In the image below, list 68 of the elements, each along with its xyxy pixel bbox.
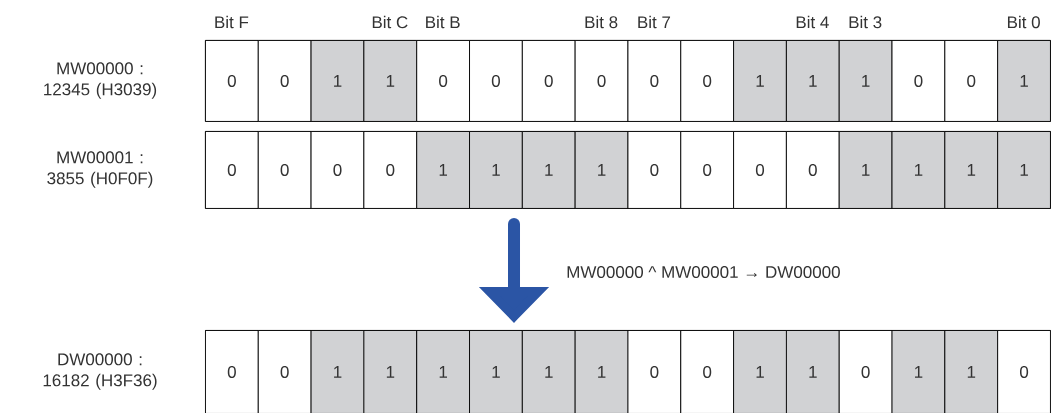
- bit-cell: 1: [363, 40, 418, 122]
- bit-cell: 1: [416, 131, 470, 209]
- bit-cell: 1: [891, 131, 946, 209]
- bit-cell: 0: [310, 131, 365, 209]
- bit-cell: 0: [785, 131, 840, 209]
- bit-cell: 1: [733, 330, 787, 413]
- bit-cell: 1: [416, 330, 470, 413]
- register-label: DW00000 : 16182 (H3F36): [43, 353, 157, 390]
- bit-cell: 1: [997, 40, 1051, 122]
- bit-cell: 1: [838, 131, 893, 209]
- node-label: 1: [386, 366, 395, 378]
- bit-cell: 1: [574, 131, 629, 209]
- bit-cell: 1: [733, 40, 787, 122]
- bit-label: Bit 0: [1008, 15, 1040, 29]
- bit-cell: 0: [891, 40, 946, 122]
- bit-cell: 0: [627, 330, 682, 413]
- bit-cell: 1: [310, 40, 365, 122]
- bit-cell: 0: [469, 40, 523, 122]
- node-label: 1: [809, 366, 817, 378]
- bit-label: Bit F: [215, 15, 249, 29]
- bit-cell: 0: [205, 330, 259, 413]
- bit-cell: 1: [574, 330, 629, 413]
- bit-cell: 0: [257, 40, 312, 122]
- bit-cell: 0: [944, 40, 999, 122]
- bit-label: Bit 3: [849, 15, 882, 29]
- edge-label: MW00000 ^ MW00001 → DW00000: [565, 265, 842, 279]
- bit-cell: 0: [680, 40, 735, 122]
- bit-cell: 0: [416, 40, 470, 122]
- bit-label: Bit 4: [796, 15, 829, 29]
- bit-cell: 0: [997, 330, 1051, 413]
- node-label: 1: [439, 366, 448, 378]
- bit-cell: 0: [838, 330, 893, 413]
- bit-cell: 0: [574, 40, 629, 122]
- bit-cell: 1: [363, 330, 418, 413]
- bit-cell: 0: [205, 40, 259, 122]
- bit-cell: 1: [521, 330, 576, 413]
- bit-cell: 1: [944, 131, 999, 209]
- bit-cell: 1: [785, 330, 840, 413]
- bit-cell: 1: [310, 330, 365, 413]
- node-label: 0: [227, 365, 236, 378]
- node-label: 1: [334, 366, 342, 378]
- node-label: 1: [492, 366, 500, 378]
- bit-cell: 0: [363, 131, 418, 209]
- bit-cell: 0: [680, 131, 735, 209]
- bit-cell: 0: [257, 131, 312, 209]
- bit-cell: 0: [680, 330, 735, 413]
- bit-cell: 0: [205, 131, 259, 209]
- bit-cell: 0: [733, 131, 787, 209]
- register-label: MW00001 : 3855 (H0F0F): [47, 151, 153, 188]
- register-label: MW00000 : 12345 (H3039): [44, 62, 157, 99]
- bit-cell: 0: [627, 40, 682, 122]
- node-label: 0: [650, 365, 659, 378]
- bit-cell: 1: [838, 40, 893, 122]
- bit-cell: 1: [469, 330, 523, 413]
- node-label: 1: [915, 366, 923, 378]
- bit-cell: 0: [257, 330, 312, 413]
- bit-label: Bit 7: [638, 15, 671, 29]
- bit-cell: 1: [997, 131, 1051, 209]
- bit-cell: 1: [944, 330, 999, 413]
- bit-cell: 1: [469, 131, 523, 209]
- bit-cell: 1: [785, 40, 840, 122]
- bit-label: Bit C: [372, 15, 408, 29]
- bit-label: Bit B: [426, 15, 460, 29]
- bit-cell: 0: [627, 131, 682, 209]
- bit-cell: 1: [521, 131, 576, 209]
- bit-label: Bit 8: [585, 15, 618, 29]
- bit-cell: 0: [521, 40, 576, 122]
- bit-cell: 1: [891, 330, 946, 413]
